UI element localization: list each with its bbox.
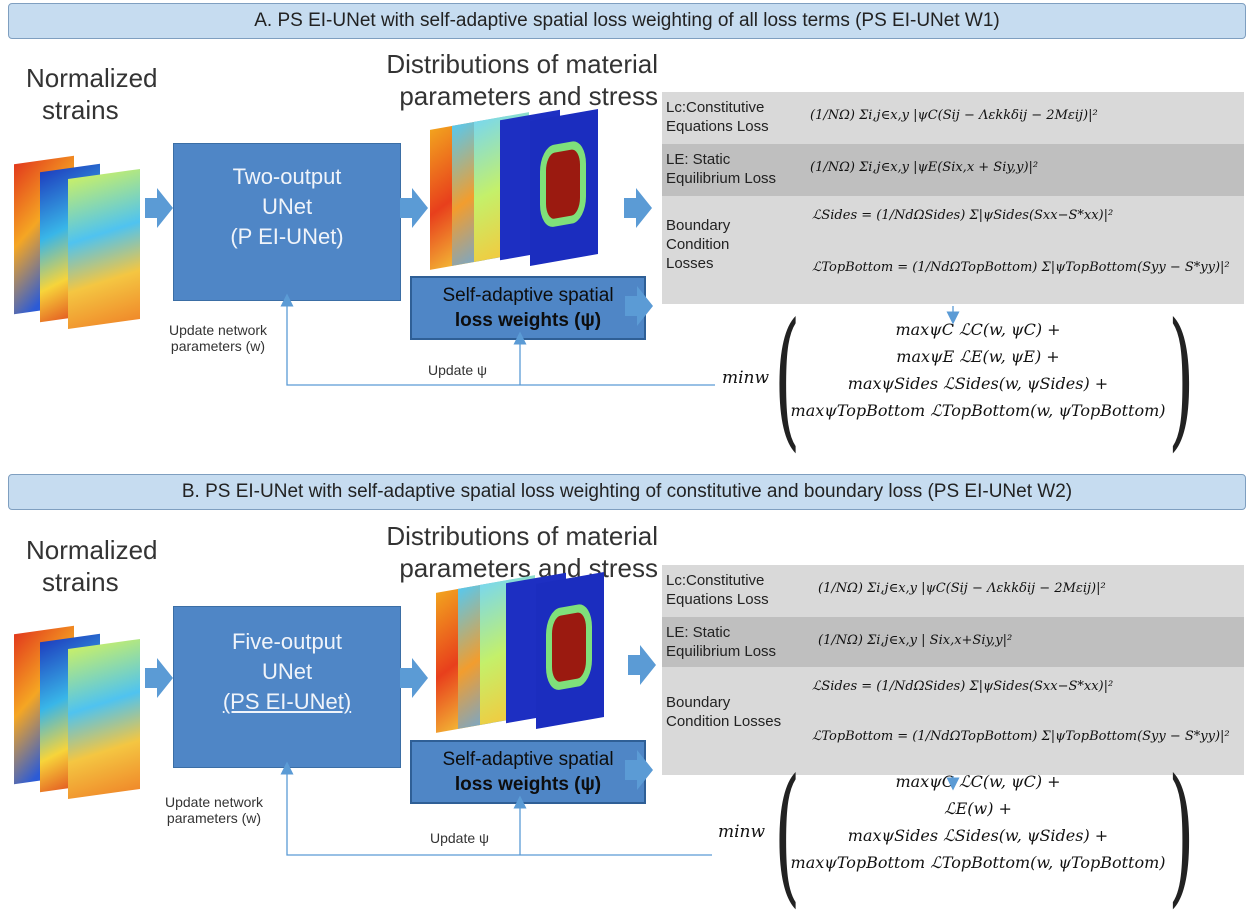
equilibrium-loss-eq-b: (1/NΩ) Σi,j∈x,y | Six,x+Siy,y|²: [818, 633, 1013, 648]
block-arrows-b: [145, 645, 656, 790]
constitutive-loss-eq-a: (1/NΩ) Σi,j∈x,y |ψC(Sij − Λεkkδij − 2Mεi…: [810, 108, 1098, 123]
section-b-banner: B. PS EI-UNet with self-adaptive spatial…: [8, 474, 1246, 510]
objective-a: maxψC ℒC(w, ψC) + maxψE ℒE(w, ψE) + maxψ…: [790, 320, 1166, 420]
bc-sides-eq-a: ℒSides = (1/NdΩSides) Σ|ψSides(Sxx−S*xx)…: [812, 208, 1114, 223]
right-paren-a: ): [1168, 292, 1195, 466]
equilibrium-loss-eq-a: (1/NΩ) Σi,j∈x,y |ψE(Six,x + Siy,y)|²: [810, 160, 1039, 175]
min-w-b: minw: [718, 822, 766, 842]
unet-box-a: Two-output UNet (P EI-UNet): [173, 143, 401, 301]
bc-topbottom-eq-a: ℒTopBottom = (1/NdΩTopBottom) Σ|ψTopBott…: [812, 260, 1230, 275]
update-psi-label-b: Update ψ: [430, 830, 490, 846]
feedback-lines-a: [280, 293, 960, 386]
right-paren-b: ): [1168, 748, 1195, 922]
constitutive-loss-eq-b: (1/NΩ) Σi,j∈x,y |ψC(Sij − Λεkkδij − 2Mεi…: [818, 581, 1106, 596]
objective-b: maxψC ℒC(w, ψC) + ℒE(w) + maxψSides ℒSid…: [790, 772, 1166, 872]
update-psi-label-a: Update ψ: [428, 362, 488, 378]
min-w-a: minw: [722, 368, 770, 388]
section-a-banner: A. PS EI-UNet with self-adaptive spatial…: [8, 3, 1246, 39]
bc-sides-eq-b: ℒSides = (1/NdΩSides) Σ|ψSides(Sxx−S*xx)…: [812, 679, 1114, 694]
block-arrows-a: [145, 188, 653, 326]
bc-topbottom-eq-b: ℒTopBottom = (1/NdΩTopBottom) Σ|ψTopBott…: [812, 729, 1230, 744]
left-paren-a: (: [774, 292, 801, 466]
left-paren-b: (: [774, 748, 801, 922]
unet-box-b: Five-output UNet (PS EI-UNet): [173, 606, 401, 768]
feedback-lines-b: [280, 761, 960, 856]
